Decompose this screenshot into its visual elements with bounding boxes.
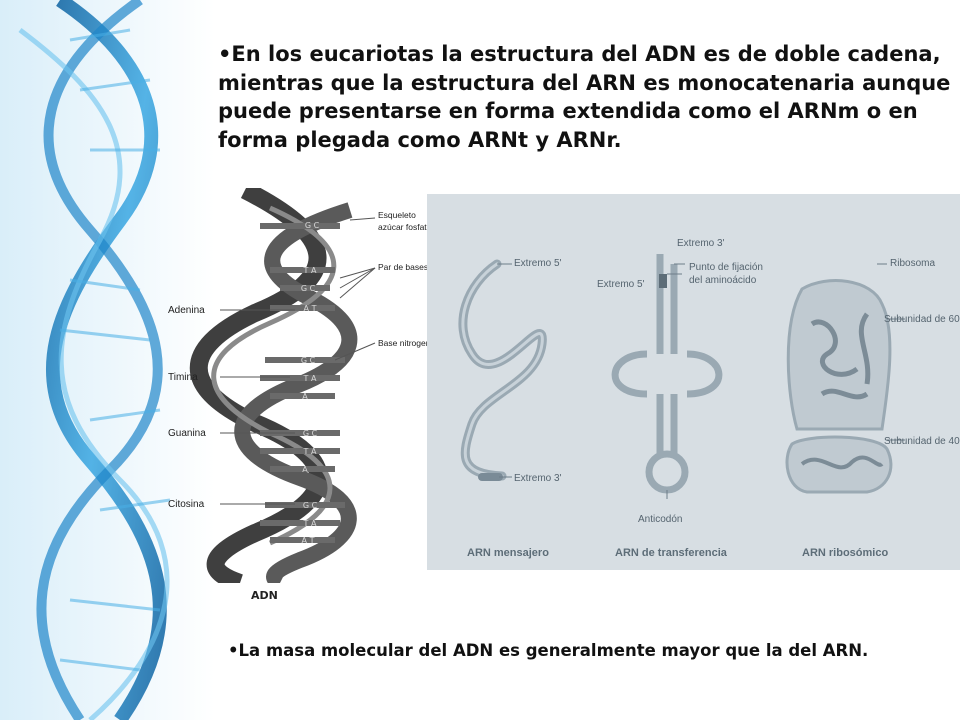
- pair-label: T A: [303, 374, 317, 383]
- pair-label: A T: [302, 536, 315, 545]
- label-timina: Timina: [168, 372, 198, 383]
- pair-label: A: [302, 392, 308, 401]
- pair-label: G C: [305, 221, 320, 230]
- pair-label: G C: [301, 356, 316, 365]
- trna-cloverleaf: [611, 254, 723, 494]
- decorative-dna-helix: [0, 0, 215, 720]
- rrna-sub60-label: Subunidad de 60s: [884, 314, 960, 325]
- rna-leader-lines: [497, 263, 905, 499]
- pair-label: T A: [303, 519, 317, 528]
- trna-title: ARN de transferencia: [615, 547, 728, 559]
- trna-end3-label: Extremo 3': [677, 238, 725, 249]
- paragraph-top: •En los eucariotas la estructura del ADN…: [218, 42, 951, 152]
- mrna-end3-label: Extremo 3': [514, 473, 562, 484]
- trna-end5-label: Extremo 5': [597, 279, 645, 290]
- mrna-strand: [458, 259, 547, 481]
- mrna-end5-label: Extremo 5': [514, 258, 562, 269]
- rna-types-diagram: Extremo 5' Extremo 3' Extremo 3' Extremo…: [427, 194, 960, 570]
- pair-label: T A: [303, 266, 317, 275]
- pair-label: A T: [304, 304, 317, 313]
- pair-label: G C: [303, 429, 318, 438]
- trna-binding-label-2: del aminoácido: [689, 275, 757, 286]
- label-skeleton-1: Esqueleto: [378, 210, 416, 220]
- label-nitrogenous-base: Base nitrogenada: [378, 338, 445, 348]
- base-pair-letters: G C T A G C A T G C T A A G C T A A G C …: [301, 221, 320, 545]
- trna-binding-label-1: Punto de fijación: [689, 262, 763, 273]
- dna-label-leaders: [220, 217, 376, 505]
- rrna-ribosome-label: Ribosoma: [890, 258, 935, 269]
- pair-label: G C: [301, 284, 316, 293]
- ribosome-shape: [785, 279, 893, 494]
- rrna-title: ARN ribosómico: [802, 547, 888, 559]
- label-base-pairs: Par de bases: [378, 262, 428, 272]
- label-guanina: Guanina: [168, 428, 206, 439]
- label-citosina: Citosina: [168, 499, 205, 510]
- mrna-title: ARN mensajero: [467, 547, 549, 559]
- base-pair-rungs: [260, 223, 345, 543]
- label-adenina: Adenina: [168, 305, 205, 316]
- dna-double-helix-diagram: G C T A G C A T G C T A A G C T A A G C …: [168, 188, 445, 583]
- dna-caption: ADN: [251, 589, 278, 602]
- trna-anticodon-label: Anticodón: [638, 514, 682, 525]
- pair-label: A: [302, 465, 308, 474]
- rrna-sub40-label: Subunidad de 40s: [884, 436, 960, 447]
- pair-label: G C: [303, 501, 318, 510]
- label-skeleton-2: azúcar fosfato: [378, 222, 432, 232]
- pair-label: T A: [303, 447, 317, 456]
- paragraph-bottom: •La masa molecular del ADN es generalmen…: [228, 641, 869, 660]
